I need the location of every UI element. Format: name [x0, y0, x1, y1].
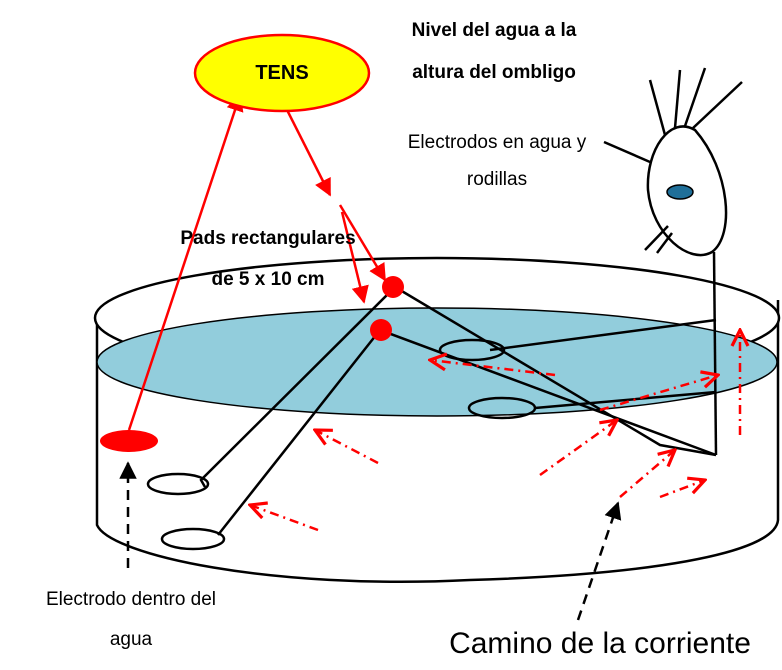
inner-electrode-line-1: Electrodo dentro del [45, 589, 217, 610]
cable-to-knee-electrode-2 [217, 329, 381, 536]
hair-strand [683, 67, 707, 127]
tens-device [193, 33, 371, 113]
tens-wires [127, 93, 387, 431]
tub [93, 256, 781, 583]
floating-electrode-1 [438, 338, 506, 362]
current-arrow [250, 505, 319, 532]
hair-strand [648, 79, 667, 136]
tens-label: TENS [255, 62, 309, 84]
inner-electrode-line-2: agua [109, 629, 153, 650]
hair-strand [603, 140, 651, 164]
electrode-cables [146, 285, 717, 551]
water-level-label: Nivel del agua a la altura del ombligo [364, 10, 624, 94]
current-arrow [619, 450, 675, 498]
wire-tens-down [280, 99, 332, 197]
cable-to-knee-electrode-1 [199, 286, 396, 488]
callout-arrow-current [576, 501, 622, 621]
inner-electrode-label: Electrodo dentro del agua [0, 580, 262, 660]
electrodes-label: Electrodos en agua y rodillas [352, 124, 642, 198]
callout-arrows [119, 461, 622, 621]
cable-floating-electrode-2 [534, 390, 717, 410]
tub-body [95, 300, 780, 583]
current-arrow [659, 480, 705, 499]
floating-electrode-2 [467, 396, 537, 420]
water-level-line-1: Nivel del agua a la [411, 20, 577, 41]
pads-line-1: Pads rectangulares [180, 228, 356, 249]
pads-label: Pads rectangulares de 5 x 10 cm [138, 218, 398, 300]
wire-to-pad-2 [340, 211, 369, 304]
current-path-label: Camino de la corriente [449, 627, 751, 660]
knee-electrode-1 [146, 472, 210, 496]
pad-electrode-2 [370, 319, 392, 341]
current-arrow [315, 430, 379, 465]
hair-strand [692, 81, 743, 129]
wire-electrode-to-tens [127, 93, 244, 431]
eye-icon [666, 184, 694, 200]
chin-line [656, 232, 673, 254]
electrodes-line-1: Electrodos en agua y [407, 132, 587, 153]
patient-head [603, 67, 743, 456]
patient-body-line [712, 251, 718, 456]
current-path-arrows [250, 330, 740, 532]
pads-line-2: de 5 x 10 cm [211, 269, 325, 290]
pad-electrode-1 [382, 276, 404, 298]
wire-to-pad-1 [338, 204, 387, 282]
current-arrow [539, 420, 617, 477]
cable-pad-2 [379, 328, 717, 457]
water-level-line-2: altura del ombligo [412, 62, 576, 83]
knee-electrode-2 [160, 527, 226, 551]
cable-floating-electrode-1 [489, 318, 717, 352]
electrodes-line-2: rodillas [466, 169, 528, 190]
electrode-in-water [100, 430, 158, 452]
chin-line [644, 225, 669, 251]
hair-strand [673, 69, 682, 129]
